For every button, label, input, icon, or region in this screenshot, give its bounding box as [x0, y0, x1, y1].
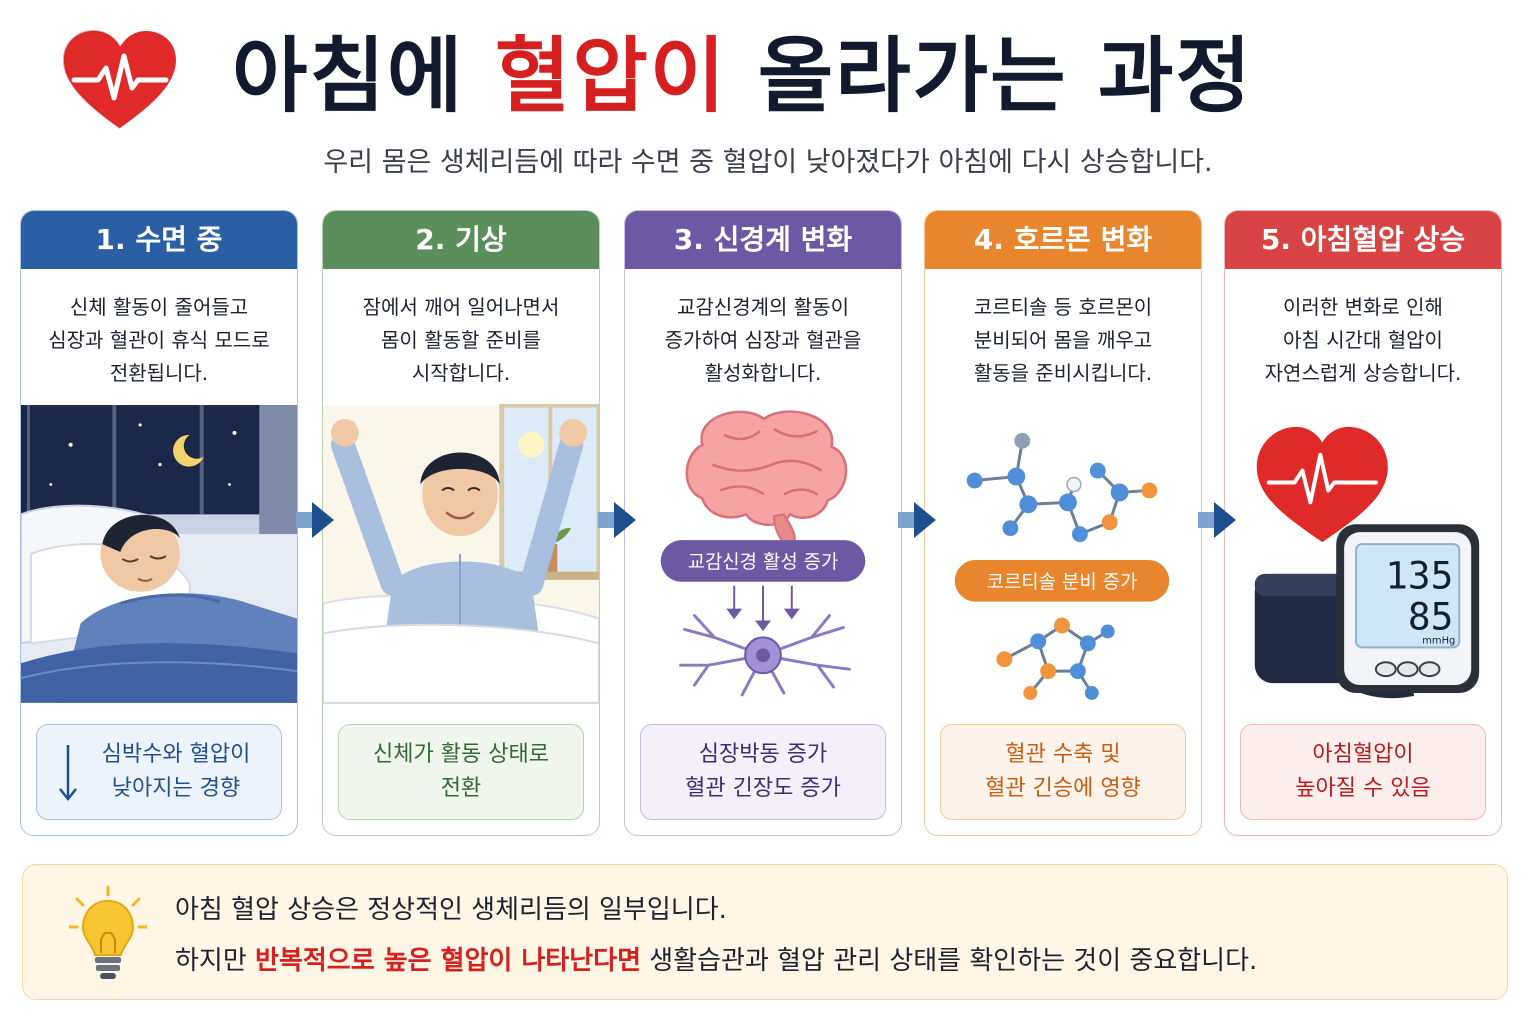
note-highlight: 반복적으로 높은 혈압이 나타난다면 — [255, 946, 641, 976]
heart-pulse-icon — [1256, 426, 1388, 543]
page-subtitle: 우리 몸은 생체리듬에 따라 수면 중 혈압이 낮아졌다가 아침에 다시 상승합… — [323, 147, 1213, 178]
arrow-right-icon — [296, 502, 334, 538]
arrow-right-icon — [898, 502, 936, 538]
molecule-illustration: 코르티솔 분비 증가 — [954, 432, 1170, 700]
header: 아침에 혈압이 올라가는 과정 우리 몸은 생체리듬에 따라 수면 중 혈압이 … — [0, 0, 1536, 200]
diastolic-reading: 85 — [1408, 594, 1453, 638]
systolic-reading: 135 — [1385, 554, 1453, 598]
bp-monitor-illustration: 135 85 mmHg — [1254, 426, 1480, 699]
step-title: 1. 수면 중 — [21, 211, 297, 269]
heart-pulse-icon — [62, 29, 176, 129]
nervous-badge: 교감신경 활성 증가 — [688, 551, 839, 573]
hormone-badge: 코르티솔 분비 증가 — [987, 571, 1138, 593]
bp-monitor-icon: 135 85 mmHg — [1336, 524, 1480, 693]
note-line-1: 아침 혈압 상승은 정상적인 생체리듬의 일부입니다. — [175, 895, 727, 925]
arrow-right-icon — [598, 502, 636, 538]
bp-unit: mmHg — [1422, 635, 1455, 646]
brain-neuron-illustration: 교감신경 활성 증가 — [660, 410, 866, 697]
step-title: 2. 기상 — [323, 211, 599, 269]
arrow-right-icon — [1198, 502, 1236, 538]
waking-person-illustration — [323, 404, 599, 704]
brain-icon — [685, 410, 848, 552]
title-highlight: 혈압이 — [494, 29, 728, 124]
lightbulb-icon — [69, 885, 147, 979]
neuron-icon — [679, 614, 851, 697]
sun-icon — [518, 431, 545, 458]
page-title: 아침에 혈압이 올라가는 과정 — [232, 29, 1253, 124]
sleeping-person-illustration — [21, 405, 297, 703]
moon-icon — [173, 434, 204, 467]
step-title: 4. 호르몬 변화 — [925, 211, 1201, 269]
arrow-down-icon — [59, 745, 77, 802]
step-title: 3. 신경계 변화 — [625, 211, 901, 269]
step-title: 5. 아침혈압 상승 — [1225, 211, 1501, 269]
info-note: 아침 혈압 상승은 정상적인 생체리듬의 일부입니다. 하지만 반복적으로 높은… — [22, 864, 1508, 1000]
note-line-2: 하지만 반복적으로 높은 혈압이 나타난다면 생활습관과 혈압 관리 상태를 확… — [175, 946, 1258, 976]
